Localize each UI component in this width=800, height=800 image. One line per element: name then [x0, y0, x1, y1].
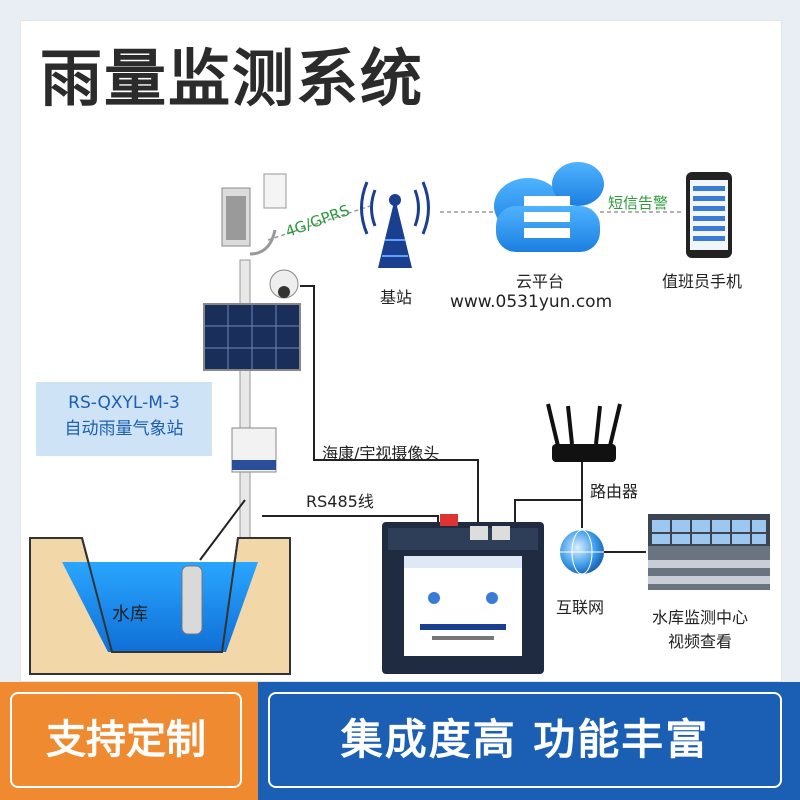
cloud-platform-icon [494, 162, 604, 252]
page-title: 雨量监测系统 [40, 42, 425, 115]
reservoir-label: 水库 [112, 604, 148, 625]
model-code: RS-QXYL-M-3 [68, 393, 180, 413]
model-name: 自动雨量气象站 [64, 419, 184, 439]
banner-right-text: 集成度高 功能丰富 [268, 692, 782, 788]
internet-globe-icon [560, 529, 604, 575]
weather-station [203, 173, 301, 551]
reservoir [29, 499, 291, 675]
monitoring-center-image [648, 514, 770, 590]
camera-label: 海康/宇视摄像头 [322, 444, 440, 463]
sms-alert-label: 短信告警 [608, 194, 669, 212]
router-icon [546, 403, 622, 462]
router-to-device [514, 499, 582, 528]
video-view-label: 视频查看 [668, 632, 733, 651]
cloud-label: 云平台 [516, 272, 565, 291]
phone-label: 值班员手机 [662, 272, 743, 291]
banner-left-text: 支持定制 [10, 692, 242, 788]
phone-icon [686, 172, 732, 258]
base-station-label: 基站 [380, 288, 413, 307]
camera-cable [300, 285, 479, 522]
model-box: RS-QXYL-M-3 自动雨量气象站 [36, 382, 212, 456]
monitoring-center-label: 水库监测中心 [652, 608, 749, 627]
rs485-label: RS485线 [306, 492, 374, 511]
internet-label: 互联网 [556, 598, 605, 617]
connection-lines [262, 285, 646, 553]
website-label: www.0531yun.com [450, 292, 613, 312]
encoder-device [382, 514, 544, 674]
base-station-icon [360, 181, 430, 268]
wireless-links [267, 205, 684, 241]
router-label: 路由器 [590, 482, 639, 501]
banner-right: 集成度高 功能丰富 [258, 682, 800, 800]
banner-left: 支持定制 [0, 682, 258, 800]
